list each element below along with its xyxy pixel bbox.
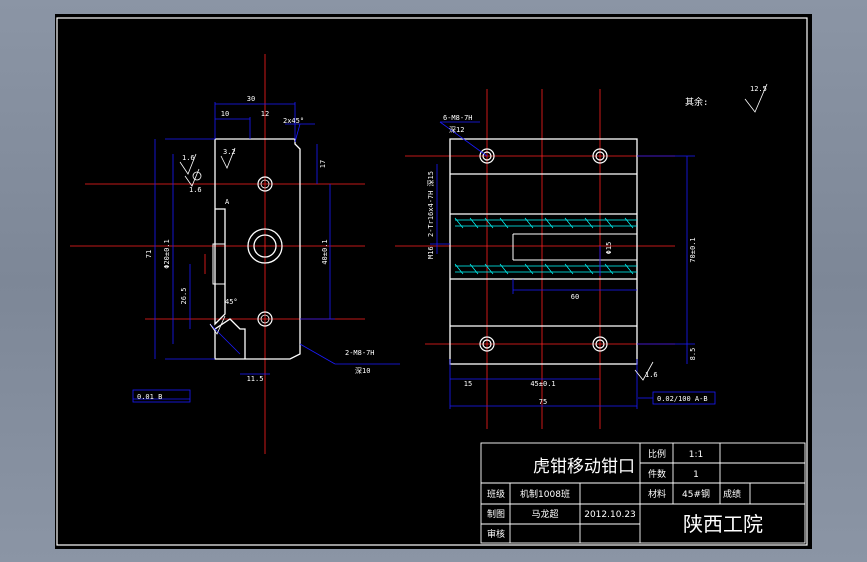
drawing-frame bbox=[56, 17, 808, 546]
dim-height-total: 71 bbox=[145, 250, 153, 258]
finish-2: 1.6 bbox=[189, 186, 202, 194]
designer-label: 班级 bbox=[487, 488, 505, 500]
dim-left: 15 bbox=[464, 380, 472, 388]
qty-label: 件数 bbox=[648, 468, 666, 480]
finish-1: 1.6 bbox=[182, 154, 195, 162]
dim-height: 70±0.1 bbox=[689, 237, 697, 262]
cad-viewport[interactable]: 30 10 12 2x45° 71 Φ20±0.1 26.5 17 40±0.1… bbox=[55, 14, 812, 549]
datum-a: A bbox=[225, 198, 230, 206]
dim-center: 45±0.1 bbox=[530, 380, 555, 388]
dim-top-left: 10 bbox=[221, 110, 229, 118]
dim-thread: 6-M8-7H bbox=[443, 114, 473, 122]
dim-top-mid: 12 bbox=[261, 110, 269, 118]
designer-value: 机制1008班 bbox=[520, 488, 570, 500]
cad-drawing: 30 10 12 2x45° 71 Φ20±0.1 26.5 17 40±0.1… bbox=[56, 17, 808, 546]
tolerance-left: 0.01 B bbox=[137, 393, 162, 401]
dim-right-h2: 40±0.1 bbox=[321, 239, 329, 264]
dim-dia: Φ15 bbox=[605, 242, 613, 255]
dim-top-width: 30 bbox=[247, 95, 255, 103]
scale-value: 1:1 bbox=[689, 450, 703, 460]
dim-bore-len: 60 bbox=[571, 293, 579, 301]
qty-value: 1 bbox=[693, 470, 699, 480]
dim-right-h1: 17 bbox=[319, 160, 327, 168]
dim-bottom: 11.5 bbox=[247, 375, 264, 383]
dim-chamfer: 2x45° bbox=[283, 117, 304, 125]
material-label: 材料 bbox=[648, 488, 666, 500]
right-view: 6-M8-7H 深12 2-Tr16x4-7H 深15 M16 60 Φ15 7… bbox=[395, 83, 768, 429]
left-view: 30 10 12 2x45° 71 Φ20±0.1 26.5 17 40±0.1… bbox=[70, 54, 400, 454]
dim-pitch: 2-Tr16x4-7H 深15 bbox=[426, 171, 435, 237]
dim-height-a: Φ20±0.1 bbox=[163, 239, 171, 269]
dim-total: 75 bbox=[539, 398, 547, 406]
dim-slot: M16 bbox=[427, 246, 435, 259]
dim-thread-depth: 深12 bbox=[449, 125, 464, 134]
dim-angle: 45° bbox=[225, 298, 238, 306]
school-name: 陕西工院 bbox=[683, 512, 763, 536]
grade-label: 成绩 bbox=[723, 488, 741, 500]
dim-holes: 2-M8-7H bbox=[345, 349, 375, 357]
drawing-title: 虎钳移动钳口 bbox=[533, 457, 635, 477]
surface-note-label: 其余: bbox=[685, 96, 708, 108]
finish-3: 3.2 bbox=[223, 148, 236, 156]
dim-bottom-gap: 8.5 bbox=[689, 348, 697, 361]
checker-label: 审核 bbox=[487, 528, 505, 540]
date-value: 2012.10.23 bbox=[584, 510, 636, 520]
tolerance-right: 0.02/100 A-B bbox=[657, 395, 708, 403]
title-block: 虎钳移动钳口 比例 1:1 件数 1 班级 机制1008班 材料 45#钢 成绩… bbox=[480, 442, 806, 544]
dim-height-b: 26.5 bbox=[180, 288, 188, 305]
drawer-value: 马龙超 bbox=[531, 508, 558, 520]
finish-right: 1.6 bbox=[645, 371, 658, 379]
dim-hole-depth: 深10 bbox=[355, 366, 370, 375]
scale-label: 比例 bbox=[648, 448, 666, 460]
surface-note-value: 12.5 bbox=[750, 85, 767, 93]
drawer-label: 制图 bbox=[487, 508, 505, 520]
material-value: 45#钢 bbox=[682, 488, 710, 500]
